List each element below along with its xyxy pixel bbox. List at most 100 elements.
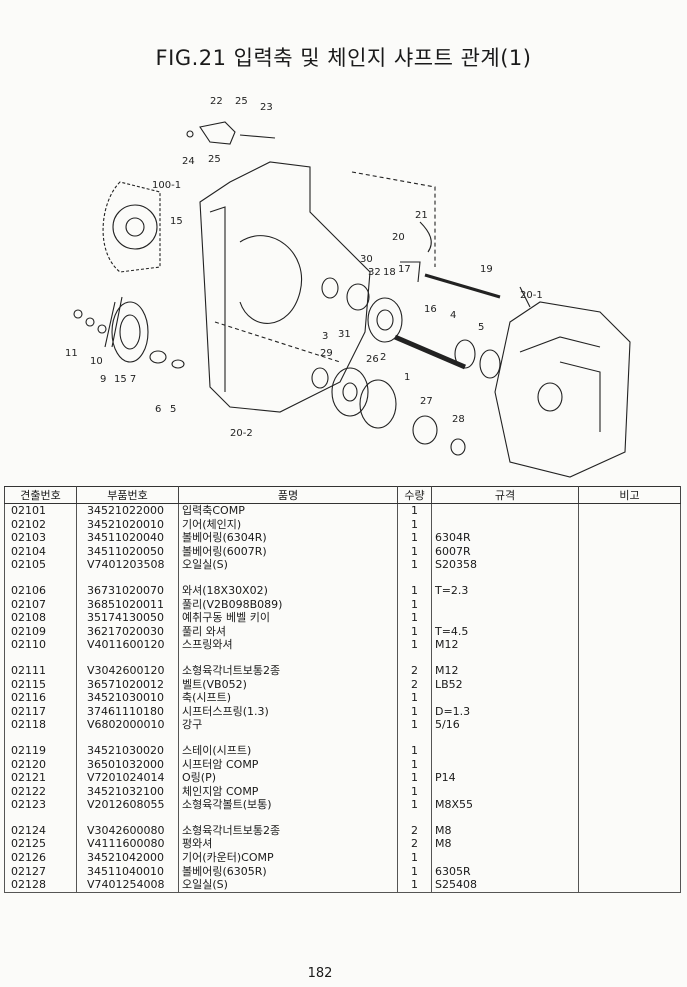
spacer-cell [431,811,579,824]
cell-remarks [578,771,681,785]
cell-name: 소형육각너트보통2종 [178,823,398,838]
spacer-cell [178,811,398,824]
group-spacer-row [4,811,681,824]
cell-qty: 1 [397,864,432,879]
change-gear [367,297,403,343]
label-16: 16 [424,304,437,315]
header-remarks: 비고 [578,486,681,504]
cell-spec [431,597,579,612]
cell-part-no: 36851020011 [76,597,179,612]
cell-ref-no: 02107 [4,597,77,612]
cell-part-no: 35174130050 [76,611,179,625]
cell-name: 소형육각볼트(보통) [178,798,398,812]
header-name: 품명 [178,486,398,504]
cell-spec: LB52 [431,677,579,692]
cell-part-no: 34521020010 [76,517,179,532]
transmission-case [199,161,371,413]
cell-spec [431,784,579,799]
cell-qty: 1 [397,691,432,705]
cell-remarks [578,677,681,692]
cell-name: 기어(카운터)COMP [178,851,398,865]
label-5b: 5 [478,322,484,333]
cell-name: 스프링와셔 [178,638,398,652]
spacer-cell [578,731,681,744]
header-qty: 수량 [397,486,432,504]
cell-qty: 1 [397,878,432,893]
cell-spec [431,757,579,772]
label-26: 26 [366,354,379,365]
cell-spec: M8 [431,823,579,838]
cell-spec: T=2.3 [431,583,579,598]
label-30: 30 [360,254,373,265]
spacer-cell [178,651,398,664]
cell-ref-no: 02110 [4,638,77,652]
cell-remarks [578,624,681,639]
cell-spec [431,503,579,518]
cell-part-no: V7401203508 [76,558,179,572]
cell-remarks [578,531,681,545]
cell-spec: 5/16 [431,718,579,732]
cell-qty: 1 [397,517,432,532]
cell-ref-no: 02103 [4,531,77,545]
label-20-1: 20-1 [520,290,543,301]
cell-name: 볼베어링(6007R) [178,544,398,559]
spacer-cell [178,571,398,584]
cell-spec: D=1.3 [431,704,579,719]
cell-remarks [578,544,681,559]
header-ref-no: 견출번호 [4,486,77,504]
label-29: 29 [320,348,333,359]
counter-gear [331,367,369,417]
label-1: 1 [404,372,410,383]
cell-spec [431,611,579,625]
cell-part-no: V7201024014 [76,771,179,785]
group-spacer-row [4,651,681,664]
cell-part-no: 34521022000 [76,503,179,518]
cell-part-no: 34521030010 [76,691,179,705]
cell-spec: S20358 [431,558,579,572]
spacer-cell [76,811,179,824]
cell-ref-no: 02121 [4,771,77,785]
cell-name: 오일실(S) [178,878,398,893]
cell-name: 볼베어링(6305R) [178,864,398,879]
cell-name: 풀리(V2B098B089) [178,597,398,612]
cell-remarks [578,558,681,572]
group-spacer-row [4,571,681,584]
cell-ref-no: 02117 [4,704,77,719]
cell-remarks [578,823,681,838]
cell-name: 축(시프트) [178,691,398,705]
cell-qty: 1 [397,624,432,639]
header-part-no: 부품번호 [76,486,179,504]
cell-remarks [578,864,681,879]
cell-remarks [578,517,681,532]
label-25b: 25 [208,154,221,165]
label-15-7: 15 7 [114,374,136,385]
spacer-cell [4,731,77,744]
cell-ref-no: 02122 [4,784,77,799]
spacer-cell [578,811,681,824]
cell-name: 시프터암 COMP [178,757,398,772]
cell-ref-no: 02106 [4,583,77,598]
cell-ref-no: 02123 [4,798,77,812]
cell-remarks [578,691,681,705]
cell-spec: M8 [431,837,579,852]
cell-part-no: 34521030020 [76,743,179,758]
spacer-cell [578,651,681,664]
cell-spec: M12 [431,663,579,678]
cell-part-no: 36217020030 [76,624,179,639]
label-17: 17 [398,264,411,275]
cell-spec: S25408 [431,878,579,893]
spacer-cell [397,811,432,824]
